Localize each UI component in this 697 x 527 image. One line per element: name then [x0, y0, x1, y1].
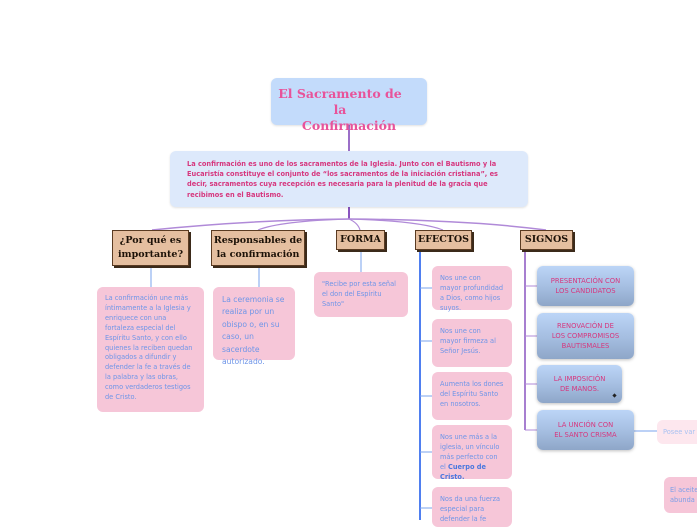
resize-handle-icon — [612, 393, 617, 398]
signo-item[interactable]: RENOVACIÓN DE LOS COMPROMISOS BAUTISMALE… — [537, 313, 634, 359]
efecto-item[interactable]: Nos une más a la iglesia, un vínculo más… — [432, 425, 512, 481]
central-topic-title[interactable]: El Sacramento de la Confirmación — [271, 78, 427, 133]
category-forma[interactable]: FORMA — [336, 230, 385, 250]
signo-label: RENOVACIÓN DE LOS COMPROMISOS BAUTISMALE… — [551, 322, 620, 350]
signo-item[interactable]: PRESENTACIÓN CON LOS CANDIDATOS — [537, 266, 634, 306]
intro-topic[interactable]: La confirmación es uno de los sacramento… — [170, 151, 528, 207]
efecto-bold-text: Cuerpo de Cristo. — [440, 462, 486, 481]
efecto-item[interactable]: Nos une con mayor profundidad a Dios, co… — [432, 266, 512, 312]
connector-branch-why — [151, 218, 350, 231]
why-important-text[interactable]: La confirmación une más íntimamente a la… — [97, 287, 204, 412]
category-responsables[interactable]: Responsables de la confirmación — [211, 230, 305, 266]
category-signos[interactable]: SIGNOS — [520, 230, 573, 250]
signo-item[interactable]: LA UNCIÓN CON EL SANTO CRISMA — [537, 410, 634, 450]
signo-item[interactable]: LA IMPOSICIÓN DE MANOS. — [537, 365, 622, 403]
responsables-text[interactable]: La ceremonia se realiza por un obispo o,… — [213, 287, 295, 366]
efecto-item[interactable]: Nos une con mayor firmeza al Señor Jesús… — [432, 319, 512, 367]
efecto-text: Nos une más a la iglesia, un vínculo más… — [440, 433, 500, 471]
signo-label: LA UNCIÓN CON EL SANTO CRISMA — [554, 421, 617, 439]
connector-branch-responsables — [257, 218, 350, 231]
efecto-item[interactable]: Nos da una fuerza especial para defender… — [432, 487, 512, 527]
uncion-detail-topic-2[interactable]: El aceite abunda — [664, 477, 697, 513]
efecto-item[interactable]: Aumenta los dones del Espíritu Santo en … — [432, 372, 512, 420]
category-why-important[interactable]: ¿Por qué es importante? — [112, 230, 189, 266]
forma-text[interactable]: "Recibe por esta señal el don del Espíri… — [314, 272, 408, 317]
signo-label: LA IMPOSICIÓN DE MANOS. — [553, 375, 606, 393]
uncion-detail-topic[interactable]: Posee var — [657, 420, 697, 444]
connector-branch-forma — [348, 218, 361, 231]
title-line-1: El Sacramento de la — [278, 86, 402, 117]
title-line-2: Confirmación — [301, 118, 397, 133]
connector-branch-signos — [348, 218, 547, 231]
category-efectos[interactable]: EFECTOS — [415, 230, 472, 250]
connector-branch-efectos — [348, 218, 444, 231]
signo-label: PRESENTACIÓN CON LOS CANDIDATOS — [550, 277, 621, 295]
